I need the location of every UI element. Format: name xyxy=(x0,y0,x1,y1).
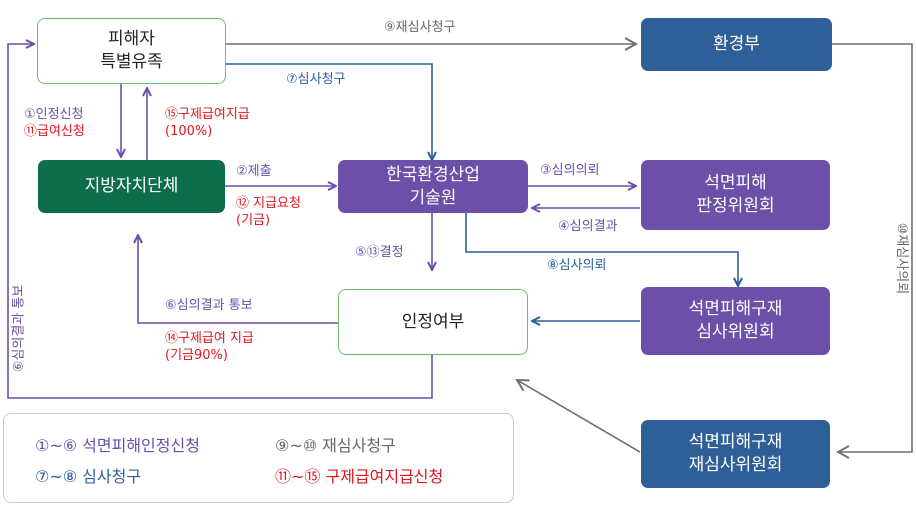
arrow-result-notice-loop xyxy=(7,44,433,399)
legend-review-request: ⑦~⑧ 심사청구 xyxy=(35,467,142,486)
review-committee-label-1: 석면피해구재 xyxy=(688,299,783,320)
keiti-label-2: 기술원 xyxy=(409,187,457,208)
recognition-label: 인정여부 xyxy=(401,311,465,332)
recognition-apply-labels: ①인정신청 ⑪급여신청 xyxy=(24,107,85,141)
legend-relief-benefit-application: ⑪~⑮ 구제급여지급신청 xyxy=(275,467,444,486)
judgment-committee-label-2: 판정위원회 xyxy=(696,196,775,216)
recognition-node: 인정여부 xyxy=(338,289,528,355)
arrow-review-request xyxy=(226,63,432,160)
victim-label-2: 특별유족 xyxy=(100,52,163,72)
victim-label-1: 피해자 xyxy=(108,29,155,50)
keiti-label-1: 한국환경산업 xyxy=(386,164,480,185)
re-request-label: ⑨재심사청구 xyxy=(384,20,456,35)
relief-pay-90-label-1: ⑭구제급여 지급 xyxy=(165,331,254,346)
relief-pay-90-label-2: (기금90%) xyxy=(165,347,228,363)
arrow-rereview-to-recognition xyxy=(517,380,641,453)
rereview-committee-label-1: 석면피해구재 xyxy=(688,432,783,453)
review-committee-label-2: 심사위원회 xyxy=(696,322,775,342)
local-government-node: 지방자치단체 xyxy=(38,160,225,213)
consult-result-label: ④심의결과 xyxy=(558,219,618,234)
keiti-node: 한국환경산업 기술원 xyxy=(338,160,528,213)
review-consult-label: ⑧심사의뢰 xyxy=(547,258,607,273)
environment-ministry-label: 환경부 xyxy=(713,34,760,55)
pay-request-label: ⑫ 지급요청 (기금) xyxy=(236,196,301,230)
consult-request-label: ③심의의뢰 xyxy=(540,163,600,178)
legend-recognition-application: ①~⑥ 석면피해인정신청 xyxy=(35,436,200,455)
pay-request-label-2: (기금) xyxy=(236,212,271,228)
review-request-label: ⑦심사청구 xyxy=(286,72,346,87)
result-notice-label: ⑥심의결과 통보 xyxy=(165,298,253,313)
benefit-apply-label: ⑪급여신청 xyxy=(24,123,85,139)
rereview-committee-node: 석면피해구재 재심사위원회 xyxy=(641,420,830,488)
arrow-review-consult xyxy=(465,212,738,286)
submit-label: ②제출 xyxy=(236,164,272,179)
arrow-result-notice xyxy=(138,235,338,324)
legend-box: ①~⑥ 석면피해인정신청 ⑦~⑧ 심사청구 ⑨~⑩ 재심사청구 ⑪~⑮ 구제급여… xyxy=(3,413,514,503)
relief-pay-label: ⑮구제급여지급 (100%) xyxy=(165,107,250,141)
rereview-consult-label: ⑩재심사의뢰 xyxy=(892,220,910,297)
relief-pay-label-2: (100%) xyxy=(165,123,213,139)
decision-label: ⑤⑬결정 xyxy=(355,245,404,260)
local-government-label: 지방자치단체 xyxy=(84,176,179,197)
relief-pay-label-1: ⑮구제급여지급 xyxy=(165,107,250,122)
relief-pay-90-label: ⑭구제급여 지급 (기금90%) xyxy=(165,331,254,365)
judgment-committee-label-1: 석면피해 xyxy=(704,173,767,194)
pay-request-label-1: ⑫ 지급요청 xyxy=(236,196,301,211)
legend-rereview-request: ⑨~⑩ 재심사청구 xyxy=(275,436,396,455)
arrow-rereview-consult xyxy=(832,43,913,452)
review-committee-node: 석면피해구재 심사위원회 xyxy=(641,287,830,355)
victim-node: 피해자 특별유족 xyxy=(37,18,226,84)
result-notice-vertical-label: ⑥심의결과 통보 xyxy=(11,282,29,375)
recognition-apply-label: ①인정신청 xyxy=(24,107,84,122)
rereview-committee-label-2: 재심사위원회 xyxy=(688,455,783,475)
environment-ministry-node: 환경부 xyxy=(641,18,832,71)
judgment-committee-node: 석면피해 판정위원회 xyxy=(641,160,830,230)
